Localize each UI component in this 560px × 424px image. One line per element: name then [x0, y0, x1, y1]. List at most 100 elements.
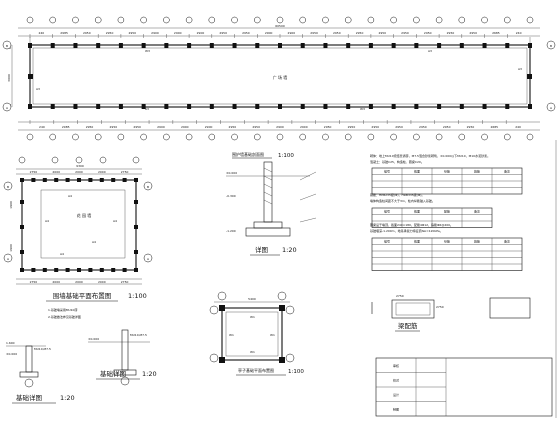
dim-label: 2950 [242, 31, 250, 35]
dim-label: 2750 [121, 280, 129, 284]
table-header: 截面 [414, 239, 420, 244]
leader [299, 193, 317, 201]
column [368, 43, 373, 48]
dim-label: 2000 [98, 170, 106, 174]
dim-label: 2950 [128, 31, 136, 35]
wall-label: W1 [250, 315, 255, 319]
leader [299, 171, 317, 181]
wall-label: A4 [45, 219, 49, 223]
axis-bubble [504, 16, 511, 24]
axis-letter: A [147, 257, 150, 261]
dim-label: 2950 [333, 31, 341, 35]
pavilion-scale: 1:100 [288, 369, 304, 375]
dim-label: 2950 [378, 31, 386, 35]
steel-table-2: 编号截面配筋备注 [371, 207, 493, 228]
column [65, 268, 70, 272]
axis-bubble [117, 16, 125, 24]
dim-label: 2900 [197, 31, 205, 35]
small-plan-room-label: 花 园 墙 [77, 212, 92, 218]
column [278, 43, 282, 48]
table-header: 备注 [504, 239, 510, 244]
column [414, 43, 419, 48]
column [28, 43, 32, 48]
column [323, 43, 328, 48]
beam-dim: 2750 [396, 294, 404, 298]
table-header: 箍筋 [474, 169, 480, 174]
table-header: 纵筋 [444, 169, 450, 174]
title-block-cell: 审核 [393, 363, 399, 368]
column [346, 104, 351, 109]
big-plan-columns [28, 43, 532, 109]
dim-label: 240 [38, 31, 44, 35]
dim-label: 2685 [492, 31, 500, 35]
detail-marker [120, 376, 130, 386]
column [414, 104, 419, 109]
axis-bubble [285, 353, 295, 363]
dim-label: 2950 [133, 125, 141, 129]
small-plan-axis-bubbles [18, 156, 140, 164]
wall-label: A3 [145, 107, 149, 111]
axis-bubble [3, 253, 13, 263]
column [482, 104, 487, 109]
axis-bubble [526, 16, 534, 24]
column [527, 74, 532, 79]
axis-bubble [94, 16, 102, 24]
column [50, 104, 55, 109]
column [164, 104, 169, 109]
detail-left: 1.600 ±0.000 MU10,M7.5 基础详图 1:20 [6, 341, 75, 404]
dim-label: 2900 [288, 31, 296, 35]
axis-bubble [94, 133, 102, 141]
column [141, 104, 146, 109]
dim-label: 2900 [276, 125, 284, 129]
dim-label: 2900 [151, 31, 159, 35]
hatch [263, 175, 273, 181]
axis-bubble [413, 133, 420, 141]
detail-mid: ±0.000 MU10,M7.5 基础详图 1:20 [88, 329, 157, 386]
dim-label: 2950 [252, 125, 260, 129]
column [50, 43, 55, 48]
table-header: 箍筋 [474, 239, 480, 244]
side-dim: 1900 [9, 244, 13, 252]
column [134, 250, 138, 254]
elev-label: -0.300 [226, 194, 236, 198]
big-plan-room-label: 广 场 墙 [273, 74, 288, 80]
column [134, 178, 138, 182]
column [164, 43, 169, 48]
axis-bubble [481, 16, 488, 24]
axis-bubble [276, 133, 284, 141]
column [187, 104, 192, 109]
axis-bubble [413, 16, 420, 24]
axis-bubble [367, 133, 375, 141]
beam-stirrup [395, 302, 431, 316]
column [391, 104, 396, 109]
axis-bubble [143, 181, 153, 191]
axis-bubble [299, 133, 306, 141]
axis-letter: B [7, 185, 9, 189]
dim-label: 2900 [157, 125, 165, 129]
axis-bubble [276, 16, 284, 24]
column [31, 178, 36, 182]
wall-label: W1 [250, 350, 255, 354]
column [118, 43, 123, 48]
column [255, 104, 260, 109]
elev-label: ±0.000 [88, 337, 99, 341]
dim-label: 2900 [300, 125, 308, 129]
column [73, 104, 78, 109]
dim-label: 2950 [424, 31, 432, 35]
wall-section: 围护墙基础剖面图 1:100 ±0.000 -0.300 -1.200 详图 1… [226, 151, 317, 256]
wall-label: W1 [229, 333, 234, 337]
big-plan-top-axis-bubbles [26, 16, 534, 24]
column [187, 43, 192, 48]
axis-bubble [299, 16, 306, 24]
column [111, 268, 116, 272]
wall-label: A4 [113, 219, 117, 223]
title-block-cell: 制图 [393, 406, 399, 411]
column [219, 357, 225, 363]
pavilion-overall-dim: 5400 [248, 297, 256, 301]
column [134, 200, 138, 204]
column [437, 43, 442, 48]
wall-label: A4 [68, 194, 72, 198]
dim-label: 2950 [110, 125, 118, 129]
